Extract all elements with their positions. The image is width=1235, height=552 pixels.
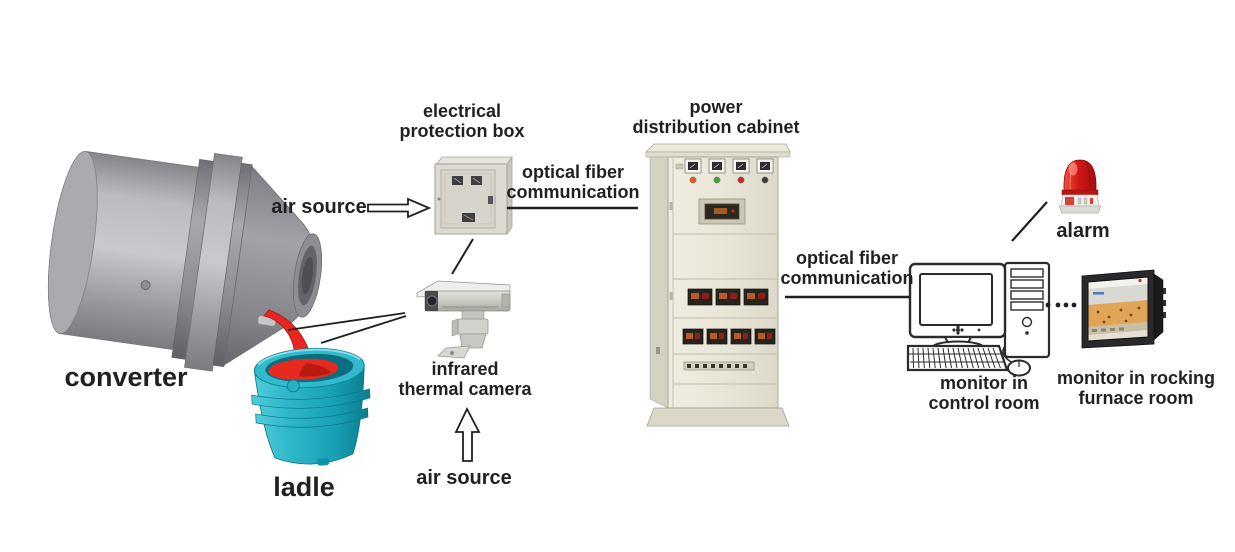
mouse xyxy=(1007,359,1031,377)
cabinet-breaker-row-2 xyxy=(682,328,776,345)
cabinet-side xyxy=(649,156,669,409)
converter-bolt xyxy=(140,280,151,291)
monitor-furnace-room-label-line1: monitor in rocking xyxy=(1056,367,1216,388)
keyboard xyxy=(906,344,1009,372)
monitor-control-buttons xyxy=(952,325,981,335)
fiber-link-2-label-line1: optical fiber xyxy=(795,247,899,268)
air-source-arrow-up-icon xyxy=(454,406,481,462)
ladle-foot xyxy=(317,458,330,466)
fiber-link-1-label-line1: optical fiber xyxy=(521,161,625,182)
cabinet-label: power distribution cabinet xyxy=(632,97,799,137)
converter-label: converter xyxy=(64,361,188,392)
monitor-furnace-room-label: monitor in rocking furnace room xyxy=(1057,368,1215,408)
ladle-ridge-upper xyxy=(251,388,371,409)
cabinet-breaker-row-1 xyxy=(687,288,769,306)
fiber-link-1-label: optical fiber communication xyxy=(506,162,639,202)
camera-label: infrared thermal camera xyxy=(398,359,531,399)
tower-power-button xyxy=(1021,316,1033,328)
air-source-camera-label: air source xyxy=(416,466,512,489)
protection-box-label-line2: protection box xyxy=(399,121,525,141)
camera-label-line2: thermal camera xyxy=(398,379,532,399)
cabinet-label-line1: power xyxy=(689,96,743,117)
camera-lens-icon xyxy=(426,295,438,307)
distribution-cabinet-illustration xyxy=(645,143,791,427)
ladle-ridge-lower xyxy=(255,407,369,428)
cabinet-lock xyxy=(656,347,660,354)
cabinet-meters xyxy=(684,158,774,174)
cabinet-indicator-lights xyxy=(689,176,769,184)
protection-box-label: electrical protection box xyxy=(400,101,525,141)
protection-box-label-line1: electrical xyxy=(422,100,502,121)
ladle-illustration xyxy=(251,347,371,466)
ladle-label: ladle xyxy=(273,471,335,502)
cabinet-base xyxy=(646,407,790,427)
converter-mouth xyxy=(301,256,314,295)
ladle-knob xyxy=(286,379,300,393)
camera-label-line1: infrared xyxy=(431,358,499,379)
fiber-link-2-label-line2: communication xyxy=(780,268,914,288)
alarm-dome xyxy=(1063,159,1097,193)
monitor-furnace-room-label-line2: furnace room xyxy=(1078,388,1194,408)
alarm-flange xyxy=(1058,205,1102,214)
protection-box-latch xyxy=(488,196,493,204)
camera-base-plate xyxy=(437,345,471,359)
air-source-arrow-right-icon xyxy=(367,197,432,219)
camera-pan-tilt-head xyxy=(457,318,489,335)
cabinet-terminal-strip xyxy=(683,361,755,371)
alarm-beacon-illustration xyxy=(1058,159,1102,214)
cabinet-front xyxy=(667,156,779,409)
monitor-control-room-label-line2: control room xyxy=(928,393,1040,413)
crt-screen xyxy=(919,273,993,326)
cabinet-top xyxy=(645,143,791,153)
cabinet-display-panel xyxy=(698,198,746,225)
furnace-room-monitor-illustration xyxy=(1081,269,1166,349)
computer-to-alarm-line xyxy=(1011,201,1048,242)
protection-box-illustration xyxy=(434,155,513,236)
fiber-link-2-label: optical fiber communication xyxy=(780,248,913,288)
cabinet-label-line2: distribution cabinet xyxy=(632,117,800,137)
fiber-link-1-label-line2: communication xyxy=(506,182,640,202)
air-source-box-label: air source xyxy=(271,195,367,218)
monitor-control-room-label: monitor in control room xyxy=(929,373,1040,413)
control-room-computer-illustration xyxy=(906,261,1051,377)
monitor-control-room-label-line1: monitor in xyxy=(940,372,1028,393)
converter-end-cap xyxy=(47,150,98,335)
alarm-label: alarm xyxy=(1056,219,1110,242)
thermal-camera-illustration xyxy=(416,280,511,359)
converter-illustration xyxy=(47,150,323,372)
